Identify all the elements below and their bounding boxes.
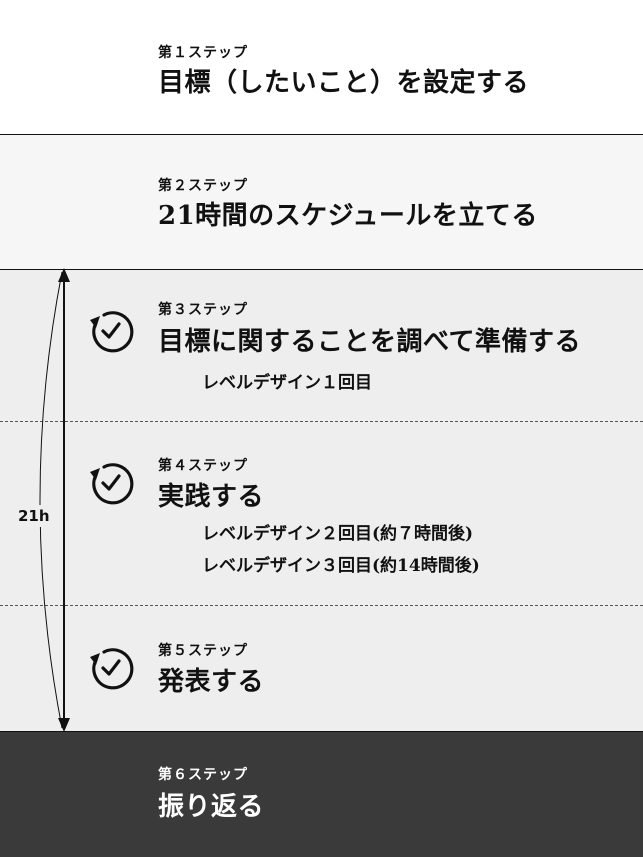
- step-6-title: 振り返る: [158, 792, 265, 822]
- step-3-label: 第３ステップ: [158, 302, 248, 318]
- step-5-title: 発表する: [158, 667, 265, 697]
- timer-clock-icon: [90, 463, 134, 505]
- step-3-sub-1: レベルデザイン１回目: [202, 373, 372, 393]
- step-3-title: 目標に関することを調べて準備する: [158, 327, 581, 357]
- duration-label: 21h: [18, 505, 50, 527]
- step-6-band: 第６ステップ 振り返る: [0, 731, 643, 857]
- step-divider: [0, 605, 643, 606]
- step-divider: [0, 421, 643, 422]
- step-4-sub-1: レベルデザイン２回目(約７時間後): [202, 524, 474, 544]
- step-6-label: 第６ステップ: [158, 767, 248, 783]
- timer-clock-icon: [90, 311, 134, 353]
- step-2-title: 21時間のスケジュールを立てる: [158, 201, 538, 231]
- step-1-title: 目標（したいこと）を設定する: [158, 68, 530, 98]
- step-5-label: 第５ステップ: [158, 643, 248, 659]
- timed-steps-band: [0, 269, 643, 731]
- step-1-label: 第１ステップ: [158, 45, 248, 61]
- step-2-band: 第２ステップ 21時間のスケジュールを立てる: [0, 134, 643, 269]
- step-4-label: 第４ステップ: [158, 458, 248, 474]
- timer-clock-icon: [90, 648, 134, 690]
- step-2-label: 第２ステップ: [158, 178, 248, 194]
- step-1-band: 第１ステップ 目標（したいこと）を設定する: [0, 0, 643, 134]
- step-4-title: 実践する: [158, 482, 265, 512]
- step-4-sub-2: レベルデザイン３回目(約14時間後): [202, 556, 480, 576]
